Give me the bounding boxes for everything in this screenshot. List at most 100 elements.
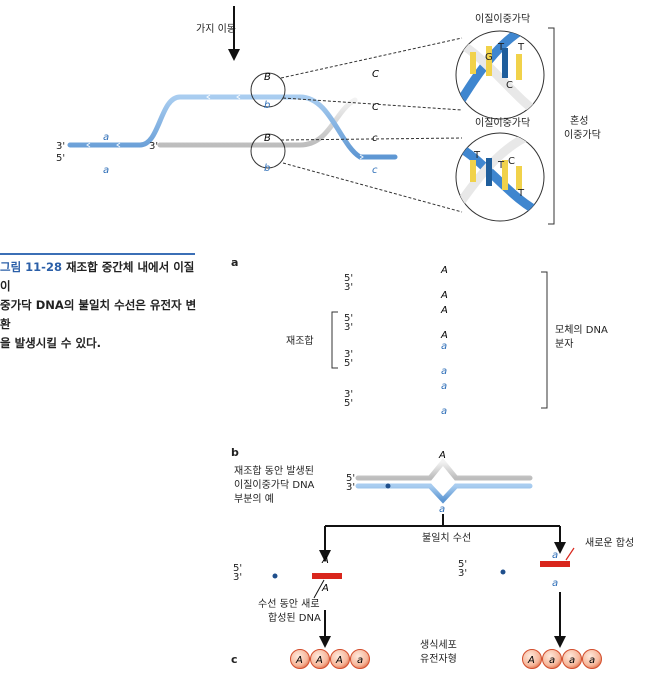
heteroduplex-lower-label: 이질이중가닥: [475, 117, 530, 129]
a-allele-a-4: a: [441, 406, 447, 417]
b-left-end-3: 3': [233, 572, 242, 583]
new-synthesis-label: 새로운 합성: [585, 537, 634, 549]
new-synthesis-pointer: [565, 547, 575, 561]
top-allele-b-upper: b: [264, 100, 270, 111]
panel-b: b 재조합 동안 발생된 이질이중가닥 DNA 부분의 예 5' 3' A a …: [231, 446, 651, 648]
heteroduplex-zoom-upper: G T C T: [455, 30, 545, 120]
b-right-nick: [500, 569, 506, 575]
strand-chevrons: [86, 94, 364, 160]
top-gray-end-3: 3': [149, 141, 158, 152]
panel-a-label: a: [231, 256, 238, 269]
b-left-repair-patch: [312, 573, 342, 579]
heteroduplex-zoom-lower: T T C T: [455, 132, 545, 222]
parent-bracket: [541, 271, 548, 409]
recombination-label: 재조합: [286, 335, 314, 347]
b-right-repair-patch: [540, 561, 570, 567]
b-left-allele-A-top: A: [321, 555, 329, 566]
b-left-allele-A-bottom: A: [321, 583, 329, 594]
base-lower-1: T: [497, 160, 505, 171]
figure-caption: 그림 11-28 재조합 중간체 내에서 이질이 중가닥 DNA의 불일치 수선…: [0, 258, 200, 353]
a-allele-A-2: A: [440, 290, 448, 301]
base-lower-2: C: [508, 156, 515, 167]
a-end-3-4: 3': [344, 389, 353, 400]
hybrid-label-2: 이중가닥: [564, 129, 601, 141]
b-right-allele-a-bottom: a: [552, 578, 558, 589]
example-label-2: 이질이중가닥 DNA: [234, 479, 315, 491]
top-allele-b-lower: b: [264, 163, 270, 174]
left-gamete-3: [330, 649, 350, 669]
top-end-3: 3': [56, 141, 65, 152]
b-end-3: 3': [346, 482, 355, 493]
a-allele-a-2: a: [441, 366, 447, 377]
recombination-bracket: [331, 311, 338, 369]
right-genotype-group: A a a a: [522, 649, 602, 669]
top-allele-c-1: c: [372, 133, 378, 144]
right-gamete-4: [582, 649, 602, 669]
top-end-5: 5': [56, 153, 65, 164]
example-label-1: 재조합 동안 발생된: [234, 465, 314, 477]
hybrid-bracket: [548, 27, 555, 225]
top-holliday-panel: 가지 이동 3' 5' 3' a a B b B b C C c c: [56, 6, 601, 225]
left-gamete-2: [310, 649, 330, 669]
right-gamete-1-label: A: [527, 655, 535, 666]
figure-number: 그림 11-28: [0, 260, 62, 274]
a-allele-a-1: a: [441, 341, 447, 352]
a-end-5-4: 5': [344, 398, 353, 409]
panel-b-label: b: [231, 446, 239, 459]
left-genotype-group: A A A a: [290, 649, 370, 669]
hybrid-label-1: 혼성: [570, 114, 588, 127]
panel-a: a 5' 3' 5' 3' 3' 5' 3' 5' A A A A a a a …: [231, 256, 608, 417]
base-lower-3: T: [517, 188, 525, 199]
a-end-3-3: 3': [344, 349, 353, 360]
left-gamete-1-label: A: [295, 655, 303, 666]
a-end-5-3: 5': [344, 358, 353, 369]
repair-pointer: [313, 579, 325, 599]
a-allele-A-1: A: [440, 265, 448, 276]
b-nick-marker: [385, 483, 391, 489]
example-label-3: 부분의 예: [234, 493, 274, 505]
panel-a-strands: [355, 275, 533, 405]
genotype-label-2: 유전자형: [420, 653, 457, 665]
right-gamete-1: [522, 649, 542, 669]
left-gamete-4: [350, 649, 370, 669]
base-upper-3: T: [517, 42, 525, 53]
blue-strand-crossing: [67, 94, 398, 160]
base-upper-0: G: [485, 52, 493, 63]
circle-lower-B: [250, 133, 286, 169]
top-allele-C-1: C: [372, 69, 379, 80]
zoom-lines: [280, 37, 463, 213]
a-allele-a-3: a: [441, 381, 447, 392]
circle-upper-B: [250, 72, 286, 108]
a-allele-A-4: A: [440, 330, 448, 341]
b-right-end-5: 5': [458, 559, 467, 570]
a-end-5-2: 5': [344, 313, 353, 324]
b-left-nick: [272, 573, 278, 579]
heteroduplex-upper-label: 이질이중가닥: [475, 13, 530, 25]
b-end-5: 5': [346, 473, 355, 484]
top-allele-B-lower: B: [264, 133, 271, 144]
mismatch-repair-label: 불일치 수선: [422, 532, 471, 544]
left-gamete-3-label: A: [335, 655, 343, 666]
top-allele-C-2: C: [372, 102, 379, 113]
branch-migration-label: 가지 이동: [196, 23, 236, 35]
right-gamete-3-label: a: [569, 655, 575, 666]
b-right-allele-a-top: a: [552, 550, 558, 561]
caption-line-3: 을 발생시킬 수 있다.: [0, 336, 102, 350]
right-gamete-4-label: a: [589, 655, 595, 666]
a-allele-A-3: A: [440, 305, 448, 316]
right-gamete-2: [542, 649, 562, 669]
b-allele-A-top: A: [438, 450, 446, 461]
left-gamete-4-label: a: [357, 655, 363, 666]
b-allele-a-top: a: [439, 504, 445, 515]
b-left-end-5: 5': [233, 563, 242, 574]
parent-label-1: 모체의 DNA: [555, 324, 608, 336]
top-allele-c-2: c: [372, 165, 378, 176]
b-right-end-3: 3': [458, 568, 467, 579]
b-blue-strand-bulge: [355, 483, 533, 504]
top-allele-a-upper: a: [103, 132, 109, 143]
a-end-3-2: 3': [344, 322, 353, 333]
a-end-5-1: 5': [344, 273, 353, 284]
base-upper-2: C: [506, 80, 513, 91]
base-upper-1: T: [497, 42, 505, 53]
